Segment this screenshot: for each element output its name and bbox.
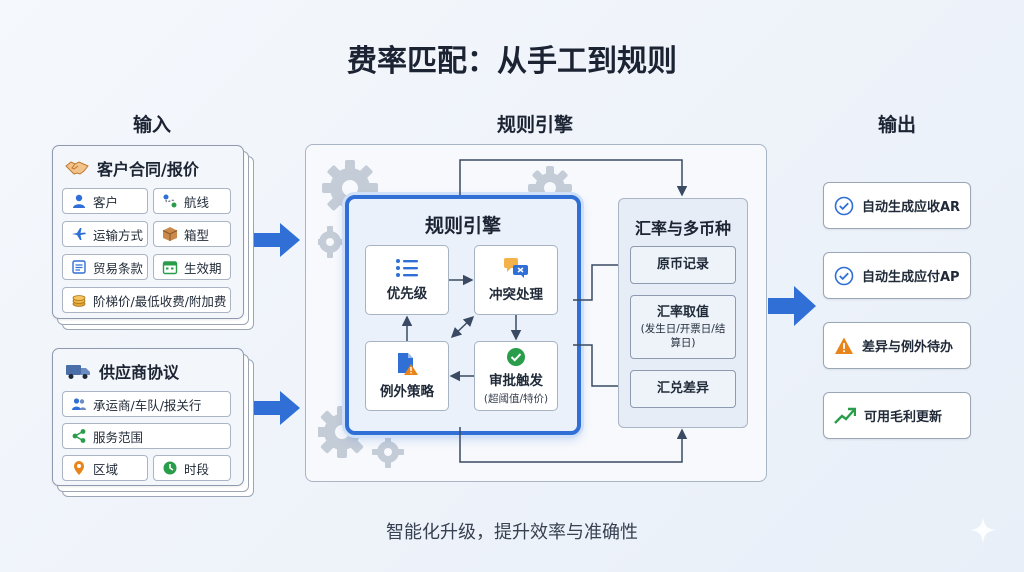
customer-panel-title: 客户合同/报价	[97, 160, 199, 179]
page-title: 费率匹配：从手工到规则	[347, 44, 677, 79]
chip-container-type: 箱型	[153, 221, 231, 247]
node-label: 冲突处理	[489, 287, 543, 303]
clock-icon	[162, 460, 178, 476]
route-icon	[162, 193, 178, 209]
arrow-right-icon	[254, 391, 300, 425]
chip-carriers: 承运商/车队/报关行	[62, 391, 231, 417]
chip-label: 区域	[93, 461, 119, 477]
chip-time-slot: 时段	[153, 455, 231, 481]
fx-item-label: 原币记录	[656, 257, 709, 273]
approval-node: 审批触发 (超阈值/特价)	[474, 341, 558, 411]
customer-contract-panel: 客户合同/报价 客户 航线 运输方式 箱型 贸易条款 生效期 阶梯价/最低收费/…	[52, 145, 244, 319]
fx-item-note: (发生日/开票日/结算日)	[640, 322, 726, 349]
chip-label: 时段	[184, 461, 210, 477]
output-label: 差异与例外待办	[862, 340, 954, 355]
check-circle-icon	[834, 266, 854, 286]
truck-icon	[65, 362, 91, 380]
priority-node: 优先级	[365, 245, 449, 315]
fx-rate-selection: 汇率取值 (发生日/开票日/结算日)	[630, 295, 736, 359]
customer-panel-header: 客户合同/报价	[65, 156, 199, 180]
plane-icon	[71, 226, 87, 242]
share-icon	[71, 428, 87, 444]
chip-label: 贸易条款	[93, 260, 144, 276]
chip-label: 承运商/车队/报关行	[93, 397, 202, 413]
conflict-node: 冲突处理	[474, 245, 558, 315]
chat-conflict-icon	[503, 257, 529, 279]
people-icon	[71, 396, 87, 412]
chip-label: 阶梯价/最低收费/附加费	[93, 293, 227, 309]
fx-item-label: 汇兑差异	[656, 381, 709, 397]
engine-section-title: 规则引擎	[496, 114, 573, 136]
chip-label: 箱型	[184, 227, 210, 243]
chip-label: 服务范围	[93, 429, 144, 445]
warning-icon	[834, 336, 854, 356]
fx-panel-title: 汇率与多币种	[634, 219, 731, 238]
arrow-right-icon	[254, 223, 300, 257]
output-exceptions: 差异与例外待办	[823, 322, 971, 369]
fx-original-currency: 原币记录	[630, 246, 736, 284]
supplier-panel-header: 供应商协议	[65, 359, 179, 383]
document-icon	[71, 259, 87, 275]
supplier-agreement-panel: 供应商协议 承运商/车队/报关行 服务范围 区域 时段	[52, 348, 244, 486]
output-label: 可用毛利更新	[864, 410, 943, 425]
document-warning-icon	[395, 352, 419, 376]
output-section-title: 输出	[877, 114, 916, 136]
coins-icon	[71, 292, 87, 308]
list-icon	[395, 258, 419, 278]
trend-up-icon	[834, 407, 856, 425]
node-label: 审批触发	[489, 372, 543, 389]
chip-transport-mode: 运输方式	[62, 221, 148, 247]
node-note: (超阈值/特价)	[483, 392, 549, 405]
fx-item-label: 汇率取值	[656, 305, 709, 321]
chip-customer: 客户	[62, 188, 148, 214]
output-ap: 自动生成应付AP	[823, 252, 971, 299]
handshake-icon	[65, 159, 89, 177]
output-margin: 可用毛利更新	[823, 392, 971, 439]
page-subtitle: 智能化升级，提升效率与准确性	[386, 522, 638, 543]
chip-effective-period: 生效期	[153, 254, 231, 280]
chip-route: 航线	[153, 188, 231, 214]
input-section-title: 输入	[132, 114, 171, 136]
check-circle-icon	[506, 347, 526, 367]
node-label: 优先级	[386, 286, 428, 302]
chip-label: 客户	[93, 194, 119, 210]
exception-node: 例外策略	[365, 341, 449, 411]
chip-region: 区域	[62, 455, 148, 481]
box-icon	[162, 226, 178, 242]
output-label: 自动生成应收AR	[862, 200, 961, 215]
chip-label: 航线	[184, 194, 210, 210]
chip-tiered-pricing: 阶梯价/最低收费/附加费	[62, 287, 231, 313]
sparkle-icon	[969, 516, 997, 544]
output-ar: 自动生成应收AR	[823, 182, 971, 229]
fx-exchange-difference: 汇兑差异	[630, 370, 736, 408]
user-icon	[71, 193, 87, 209]
arrow-right-icon	[768, 286, 816, 326]
output-label: 自动生成应付AP	[862, 270, 960, 285]
chip-trade-terms: 贸易条款	[62, 254, 148, 280]
core-title: 规则引擎	[424, 215, 501, 237]
check-circle-icon	[834, 196, 854, 216]
chip-service-scope: 服务范围	[62, 423, 231, 449]
calendar-icon	[162, 259, 178, 275]
pin-icon	[71, 460, 87, 476]
node-label: 例外策略	[380, 384, 434, 400]
chip-label: 运输方式	[93, 227, 144, 243]
chip-label: 生效期	[184, 260, 222, 276]
supplier-panel-title: 供应商协议	[99, 363, 180, 382]
